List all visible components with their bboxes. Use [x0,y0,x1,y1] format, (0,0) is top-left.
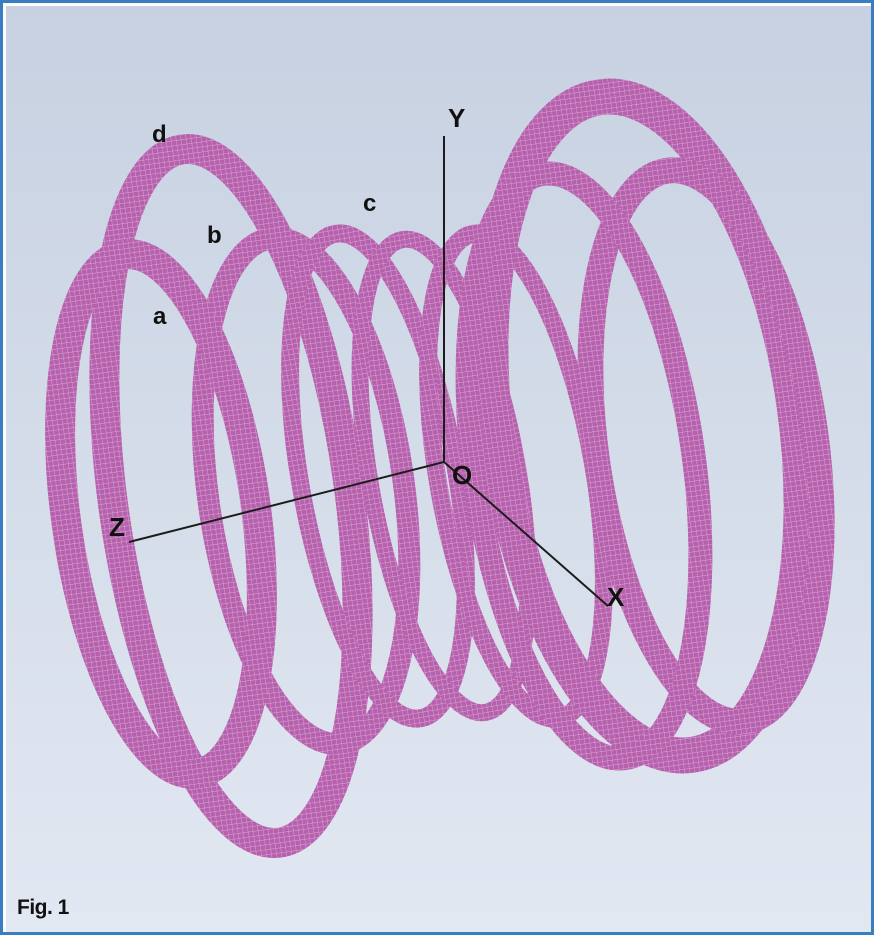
coil-ring-right-mid [577,157,835,735]
coil-scene: Y O Z X d b c a [6,6,871,932]
z-axis-line [128,461,445,543]
render-viewport: Y O Z X d b c a [6,6,871,932]
x-axis-label: X [607,582,625,612]
coil-ring-right-inner [455,161,713,771]
z-axis-label: Z [109,512,125,542]
coil-ring-center-1 [281,224,475,728]
coil-label-d: d [152,121,167,148]
coil-ring-left-mid-back [191,227,421,755]
coil-ring-left-outer-back [89,134,373,858]
coil-label-a: a [153,303,167,330]
coil-label-b: b [207,222,222,249]
x-axis-line [443,461,609,607]
coil-label-c: c [363,190,376,217]
coil-ring-left-front [45,239,277,789]
y-axis-label: Y [448,103,465,133]
coil-ring-right-outer [472,78,820,774]
origin-label: O [452,460,472,490]
figure-caption: Fig. 1 [17,896,69,919]
